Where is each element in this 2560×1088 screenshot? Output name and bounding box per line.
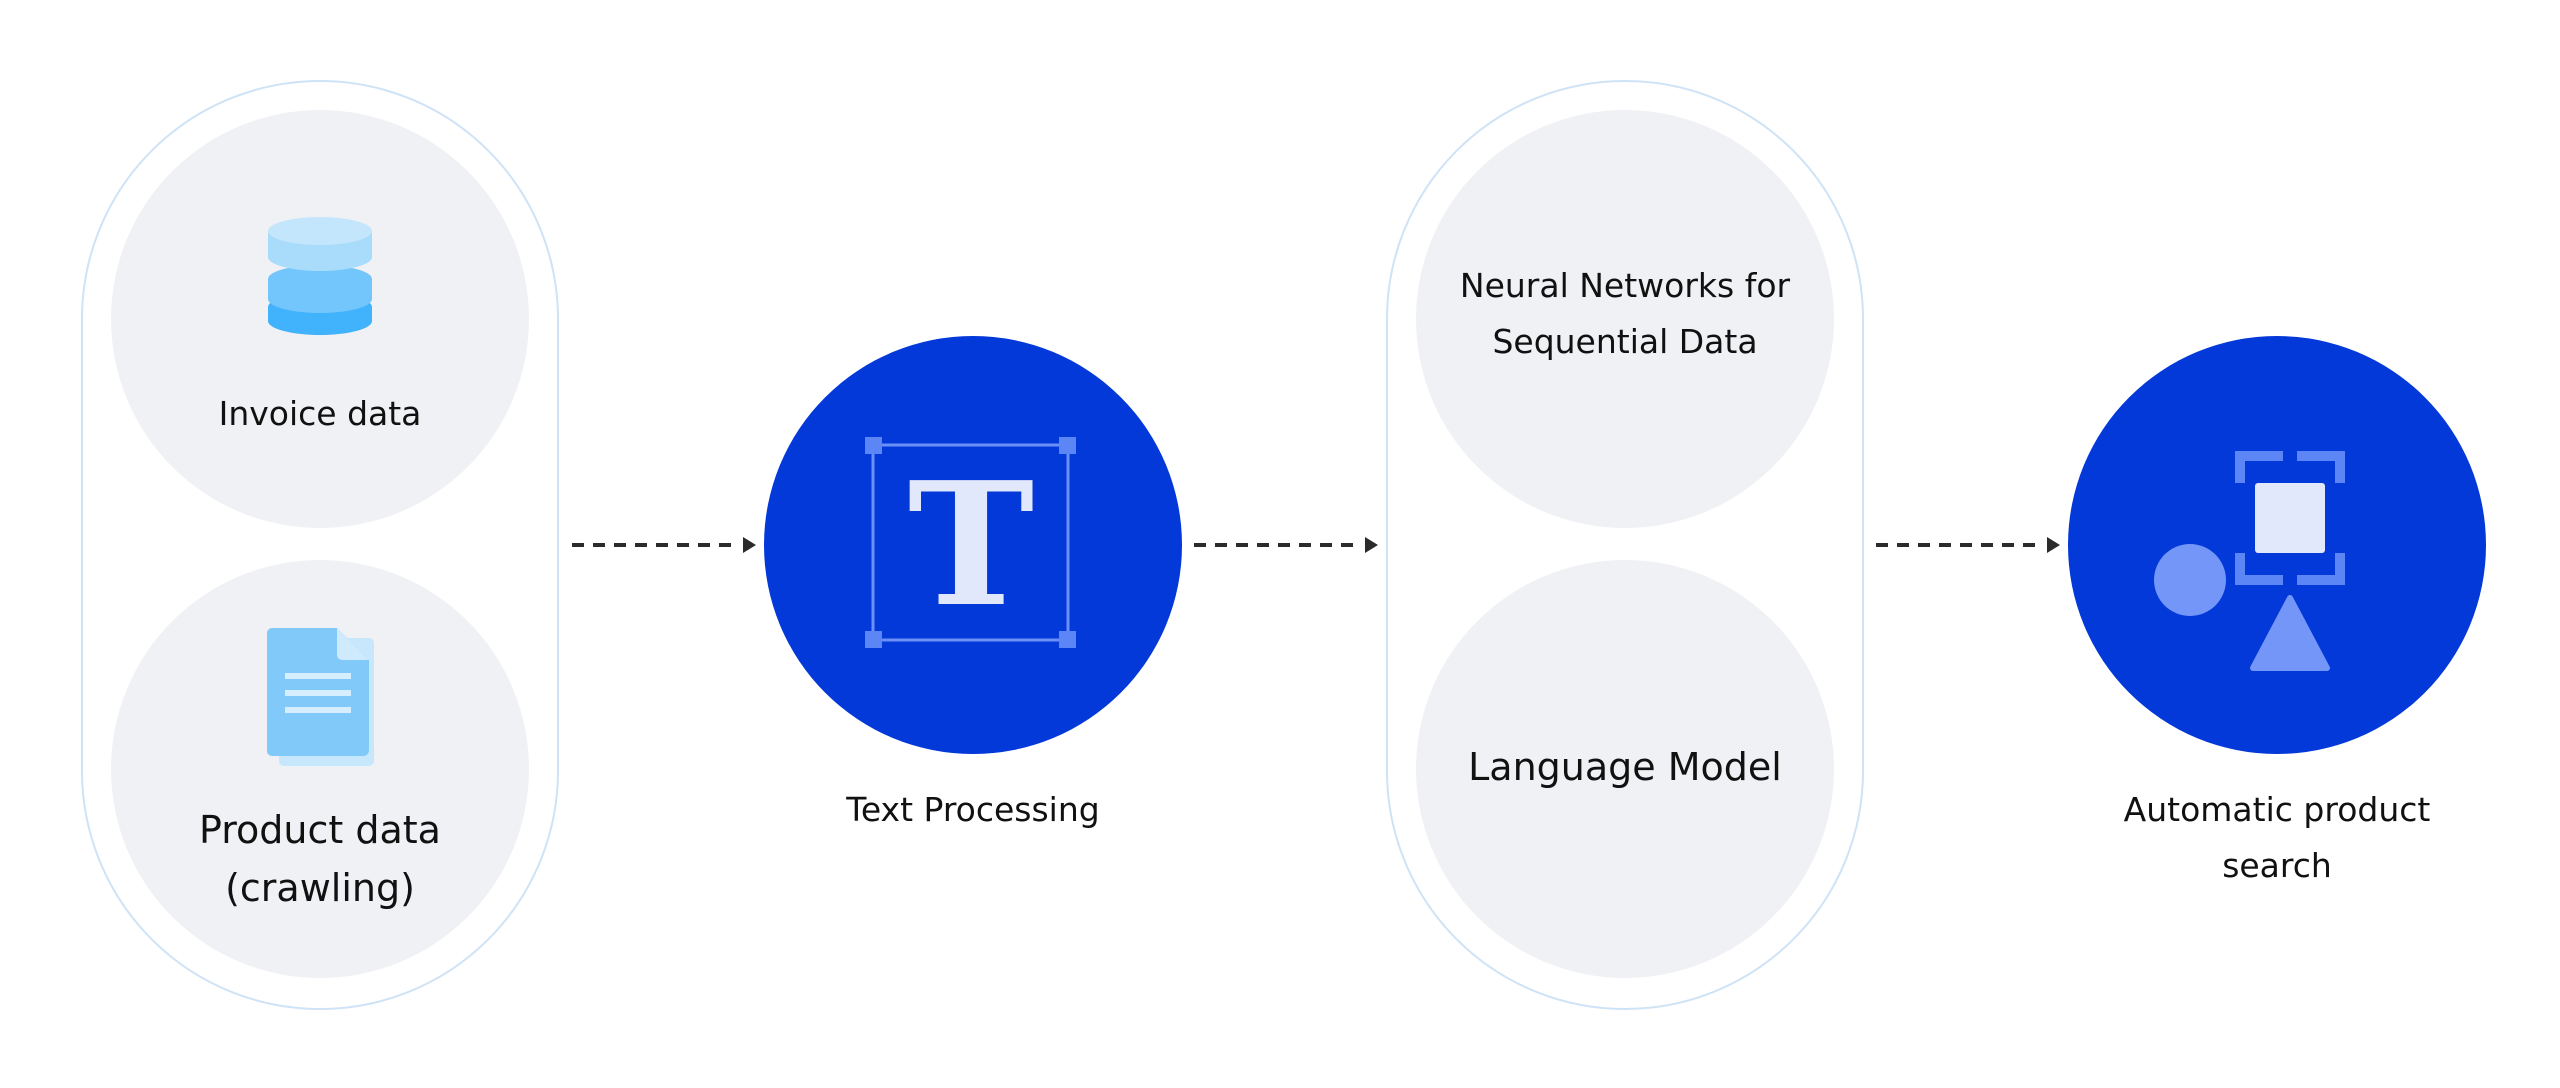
arrow-models-to-output <box>1876 537 2060 553</box>
automatic-search-node <box>2068 336 2486 754</box>
arrow-sources-to-processing <box>572 537 756 553</box>
invoice-data-node: Invoice data <box>111 110 529 528</box>
arrow-processing-to-models <box>1194 537 1378 553</box>
shapes-focus-icon <box>2154 451 2345 671</box>
language-model-label: Language Model <box>1468 745 1782 789</box>
product-data-label-line1: Product data <box>199 808 441 852</box>
models-group <box>1386 80 1864 1010</box>
text-frame-icon: T <box>865 437 1076 648</box>
invoice-data-label: Invoice data <box>218 394 422 433</box>
neural-networks-label-line1: Neural Networks for <box>1459 266 1791 305</box>
text-processing-label: Text Processing <box>846 790 1100 829</box>
product-data-node: Product data (crawling) <box>111 560 529 978</box>
svg-text:T: T <box>908 445 1035 645</box>
automatic-search-label-line1: Automatic product <box>2123 790 2431 829</box>
neural-networks-node: Neural Networks for Sequential Data <box>1416 110 1834 528</box>
product-data-label-line2: (crawling) <box>225 866 415 910</box>
data-sources-group <box>81 80 559 1010</box>
neural-networks-label-line2: Sequential Data <box>1492 322 1758 361</box>
automatic-search-label-line2: search <box>2222 846 2332 885</box>
text-processing-node: T <box>764 336 1182 754</box>
language-model-node: Language Model <box>1416 560 1834 978</box>
database-icon <box>268 217 372 335</box>
document-icon <box>267 628 374 766</box>
